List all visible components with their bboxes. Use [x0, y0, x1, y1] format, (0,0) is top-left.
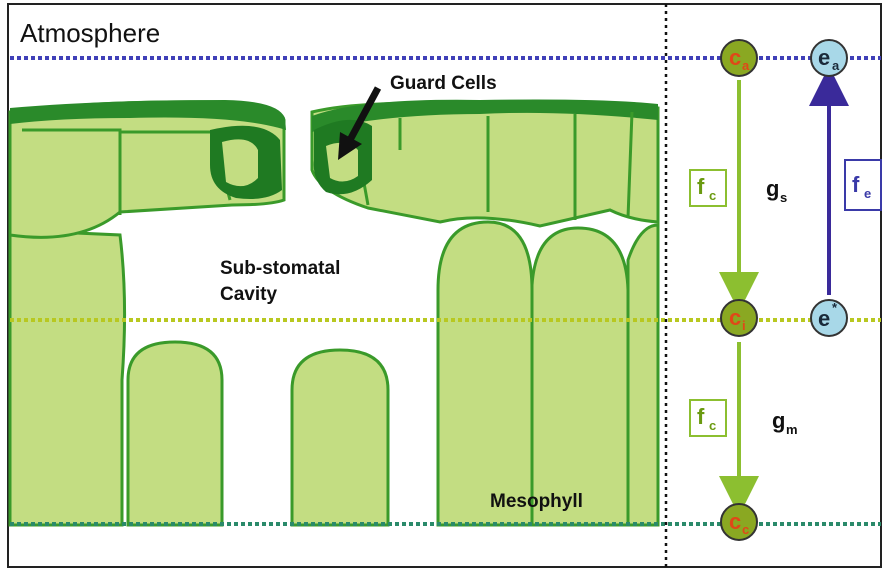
- svg-text:f: f: [697, 404, 705, 429]
- svg-text:i: i: [742, 318, 746, 333]
- conductance-gs: g s: [766, 176, 787, 205]
- svg-text:e: e: [818, 306, 830, 331]
- svg-text:a: a: [832, 58, 840, 73]
- svg-text:c: c: [729, 305, 741, 330]
- flux-box-fe: f e: [845, 160, 881, 210]
- mesophyll-cell-tall-3: [628, 225, 658, 525]
- node-ci: c i: [721, 300, 757, 336]
- flux-box-fc-upper: f c: [690, 170, 726, 206]
- substomatal-label-line2: Cavity: [220, 284, 277, 305]
- svg-text:f: f: [852, 172, 860, 197]
- svg-text:a: a: [742, 58, 750, 73]
- svg-text:g: g: [766, 176, 779, 201]
- mesophyll-cell-left: [10, 230, 125, 525]
- mesophyll-cell-tall-1: [438, 222, 532, 525]
- svg-text:c: c: [709, 188, 716, 203]
- node-cc: c c: [721, 504, 757, 540]
- substomatal-label-line1: Sub-stomatal: [220, 258, 340, 279]
- mesophyll-label: Mesophyll: [490, 491, 583, 512]
- atmosphere-label: Atmosphere: [20, 18, 160, 48]
- svg-text:c: c: [742, 522, 749, 537]
- node-estar: e *: [811, 300, 847, 336]
- conductance-gm: g m: [772, 408, 798, 437]
- flux-box-fc-lower: f c: [690, 400, 726, 436]
- svg-text:m: m: [786, 422, 798, 437]
- svg-text:g: g: [772, 408, 785, 433]
- svg-text:e: e: [818, 45, 830, 70]
- mesophyll-cell-tall-2: [532, 228, 628, 525]
- leaf-section: [10, 88, 658, 525]
- node-ea: e a: [811, 40, 847, 76]
- svg-text:f: f: [697, 174, 705, 199]
- svg-text:c: c: [729, 509, 741, 534]
- mesophyll-cell-lower-2: [292, 350, 388, 525]
- svg-text:c: c: [729, 45, 741, 70]
- mesophyll-cell-lower-1: [128, 342, 222, 525]
- guard-cells-label: Guard Cells: [390, 73, 497, 94]
- node-ca: c a: [721, 40, 757, 76]
- svg-text:e: e: [864, 186, 871, 201]
- svg-text:c: c: [709, 418, 716, 433]
- svg-text:s: s: [780, 190, 787, 205]
